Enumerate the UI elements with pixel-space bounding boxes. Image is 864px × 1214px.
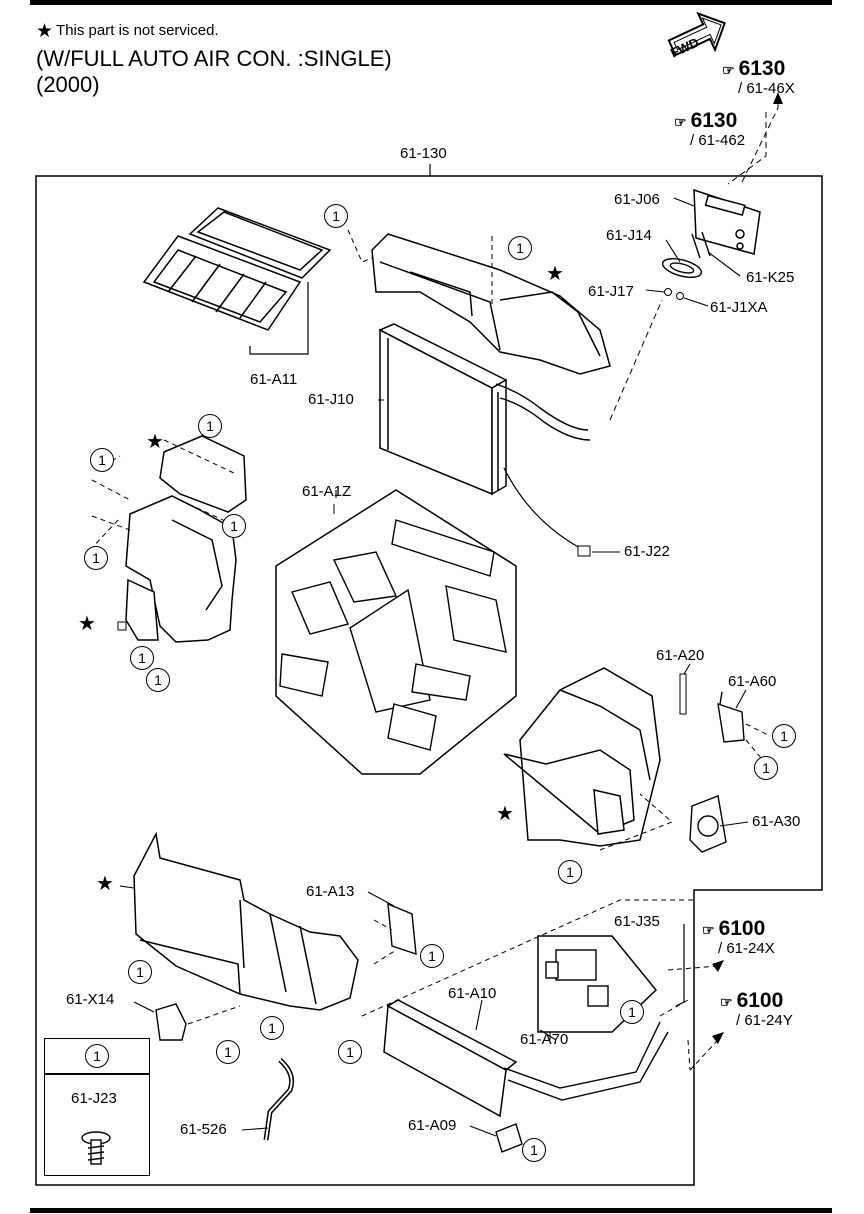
not-serviced-star-icon: ★ [96,873,114,895]
part-label-61-k25[interactable]: 61-K25 [746,269,795,286]
callout-1[interactable]: 1 [338,1040,362,1064]
bracket-61-a13 [387,902,417,956]
lower-case [133,831,359,1011]
ref-6130-46x[interactable]: ☞6130 / 61-46X [722,57,795,97]
part-label-61-j06[interactable]: 61-J06 [614,191,660,208]
legend-part-61-j23[interactable]: 61-J23 [71,1090,117,1107]
motor-61-a30 [689,795,727,853]
screw-icon [81,1131,111,1165]
link-61-a20 [679,673,687,715]
part-label-61-x14[interactable]: 61-X14 [66,991,115,1008]
part-label-61-a20[interactable]: 61-A20 [656,647,705,664]
part-label-61-130[interactable]: 61-130 [400,145,447,162]
part-label-61-a10[interactable]: 61-A10 [448,985,497,1002]
not-serviced-star-icon: ★ [496,803,514,825]
right-heater-housing [503,667,661,847]
callout-1[interactable]: 1 [146,668,170,692]
part-label-61-a09[interactable]: 61-A09 [408,1117,457,1134]
part-label-61-a60[interactable]: 61-A60 [728,673,777,690]
gasket-61-j06 [693,188,761,255]
part-label-61-j17[interactable]: 61-J17 [588,283,634,300]
leader-lines [119,197,749,1137]
callout-1[interactable]: 1 [558,860,582,884]
top-rule [30,0,832,5]
callout-1[interactable]: 1 [324,204,348,228]
callout-1[interactable]: 1 [128,960,152,984]
air-filter [142,207,332,331]
callout-1[interactable]: 1 [198,414,222,438]
door-kit-frame [275,489,517,775]
callout-1[interactable]: 1 [90,448,114,472]
callout-1[interactable]: 1 [420,944,444,968]
evaporator [378,323,508,496]
upper-case [371,233,611,375]
heater-core [383,999,518,1118]
legend-divider [45,1073,149,1075]
not-serviced-star-icon: ★ [546,263,564,285]
star-icon: ★ [36,21,54,42]
callout-1[interactable]: 1 [620,1000,644,1024]
callout-1[interactable]: 1 [130,646,154,670]
part-label-61-j10[interactable]: 61-J10 [308,391,354,408]
callout-1[interactable]: 1 [260,1016,284,1040]
part-label-61-j22[interactable]: 61-J22 [624,543,670,560]
part-label-61-j35[interactable]: 61-J35 [614,913,660,930]
part-label-61-j14[interactable]: 61-J14 [606,227,652,244]
left-blower-housing [125,435,247,643]
bottom-rule [30,1208,832,1213]
part-label-61-526[interactable]: 61-526 [180,1121,227,1138]
callout-1[interactable]: 1 [222,514,246,538]
valve-61-a09 [495,1123,523,1153]
callout-1[interactable]: 1 [84,546,108,570]
pointer-hand-icon: ☞ [674,114,687,130]
diagram-title: (W/FULL AUTO AIR CON. :SINGLE)(2000) [36,46,392,97]
not-serviced-star-icon: ★ [146,431,164,453]
ref-6100-24y[interactable]: ☞6100 / 61-24Y [720,989,793,1029]
part-label-61-a13[interactable]: 61-A13 [306,883,355,900]
ref-6100-24x[interactable]: ☞6100 / 61-24X [702,917,775,957]
not-serviced-note: ★This part is not serviced. [36,21,219,42]
fwd-arrow-icon [667,11,726,57]
diagram-frame [35,175,823,1186]
legend-callout-1: 1 [85,1044,109,1068]
part-label-61-a11[interactable]: 61-A11 [250,371,298,388]
door-kit-parts [279,519,507,751]
callout-1[interactable]: 1 [754,756,778,780]
not-serviced-star-icon: ★ [78,613,96,635]
callout-1[interactable]: 1 [216,1040,240,1064]
callout-1[interactable]: 1 [508,236,532,260]
sensor-61-j22 [577,545,591,557]
part-label-61-a70[interactable]: 61-A70 [520,1031,569,1048]
callout-1[interactable]: 1 [772,724,796,748]
pointer-hand-icon: ☞ [702,922,715,938]
part-label-61-j1xa[interactable]: 61-J1XA [710,299,768,316]
resistor-61-x14 [155,1003,187,1041]
fastener-legend: 1 61-J23 [44,1038,150,1176]
callout-1[interactable]: 1 [522,1138,546,1162]
pointer-hand-icon: ☞ [722,62,735,78]
seal-61-j14 [661,257,703,279]
part-label-61-a30[interactable]: 61-A30 [752,813,801,830]
part-label-61-a1z[interactable]: 61-A1Z [302,483,352,500]
actuator-61-a60 [717,691,745,743]
ref-6130-462[interactable]: ☞6130 / 61-462 [674,109,746,149]
pointer-hand-icon: ☞ [720,994,733,1010]
switch-61-a70 [545,949,609,1007]
